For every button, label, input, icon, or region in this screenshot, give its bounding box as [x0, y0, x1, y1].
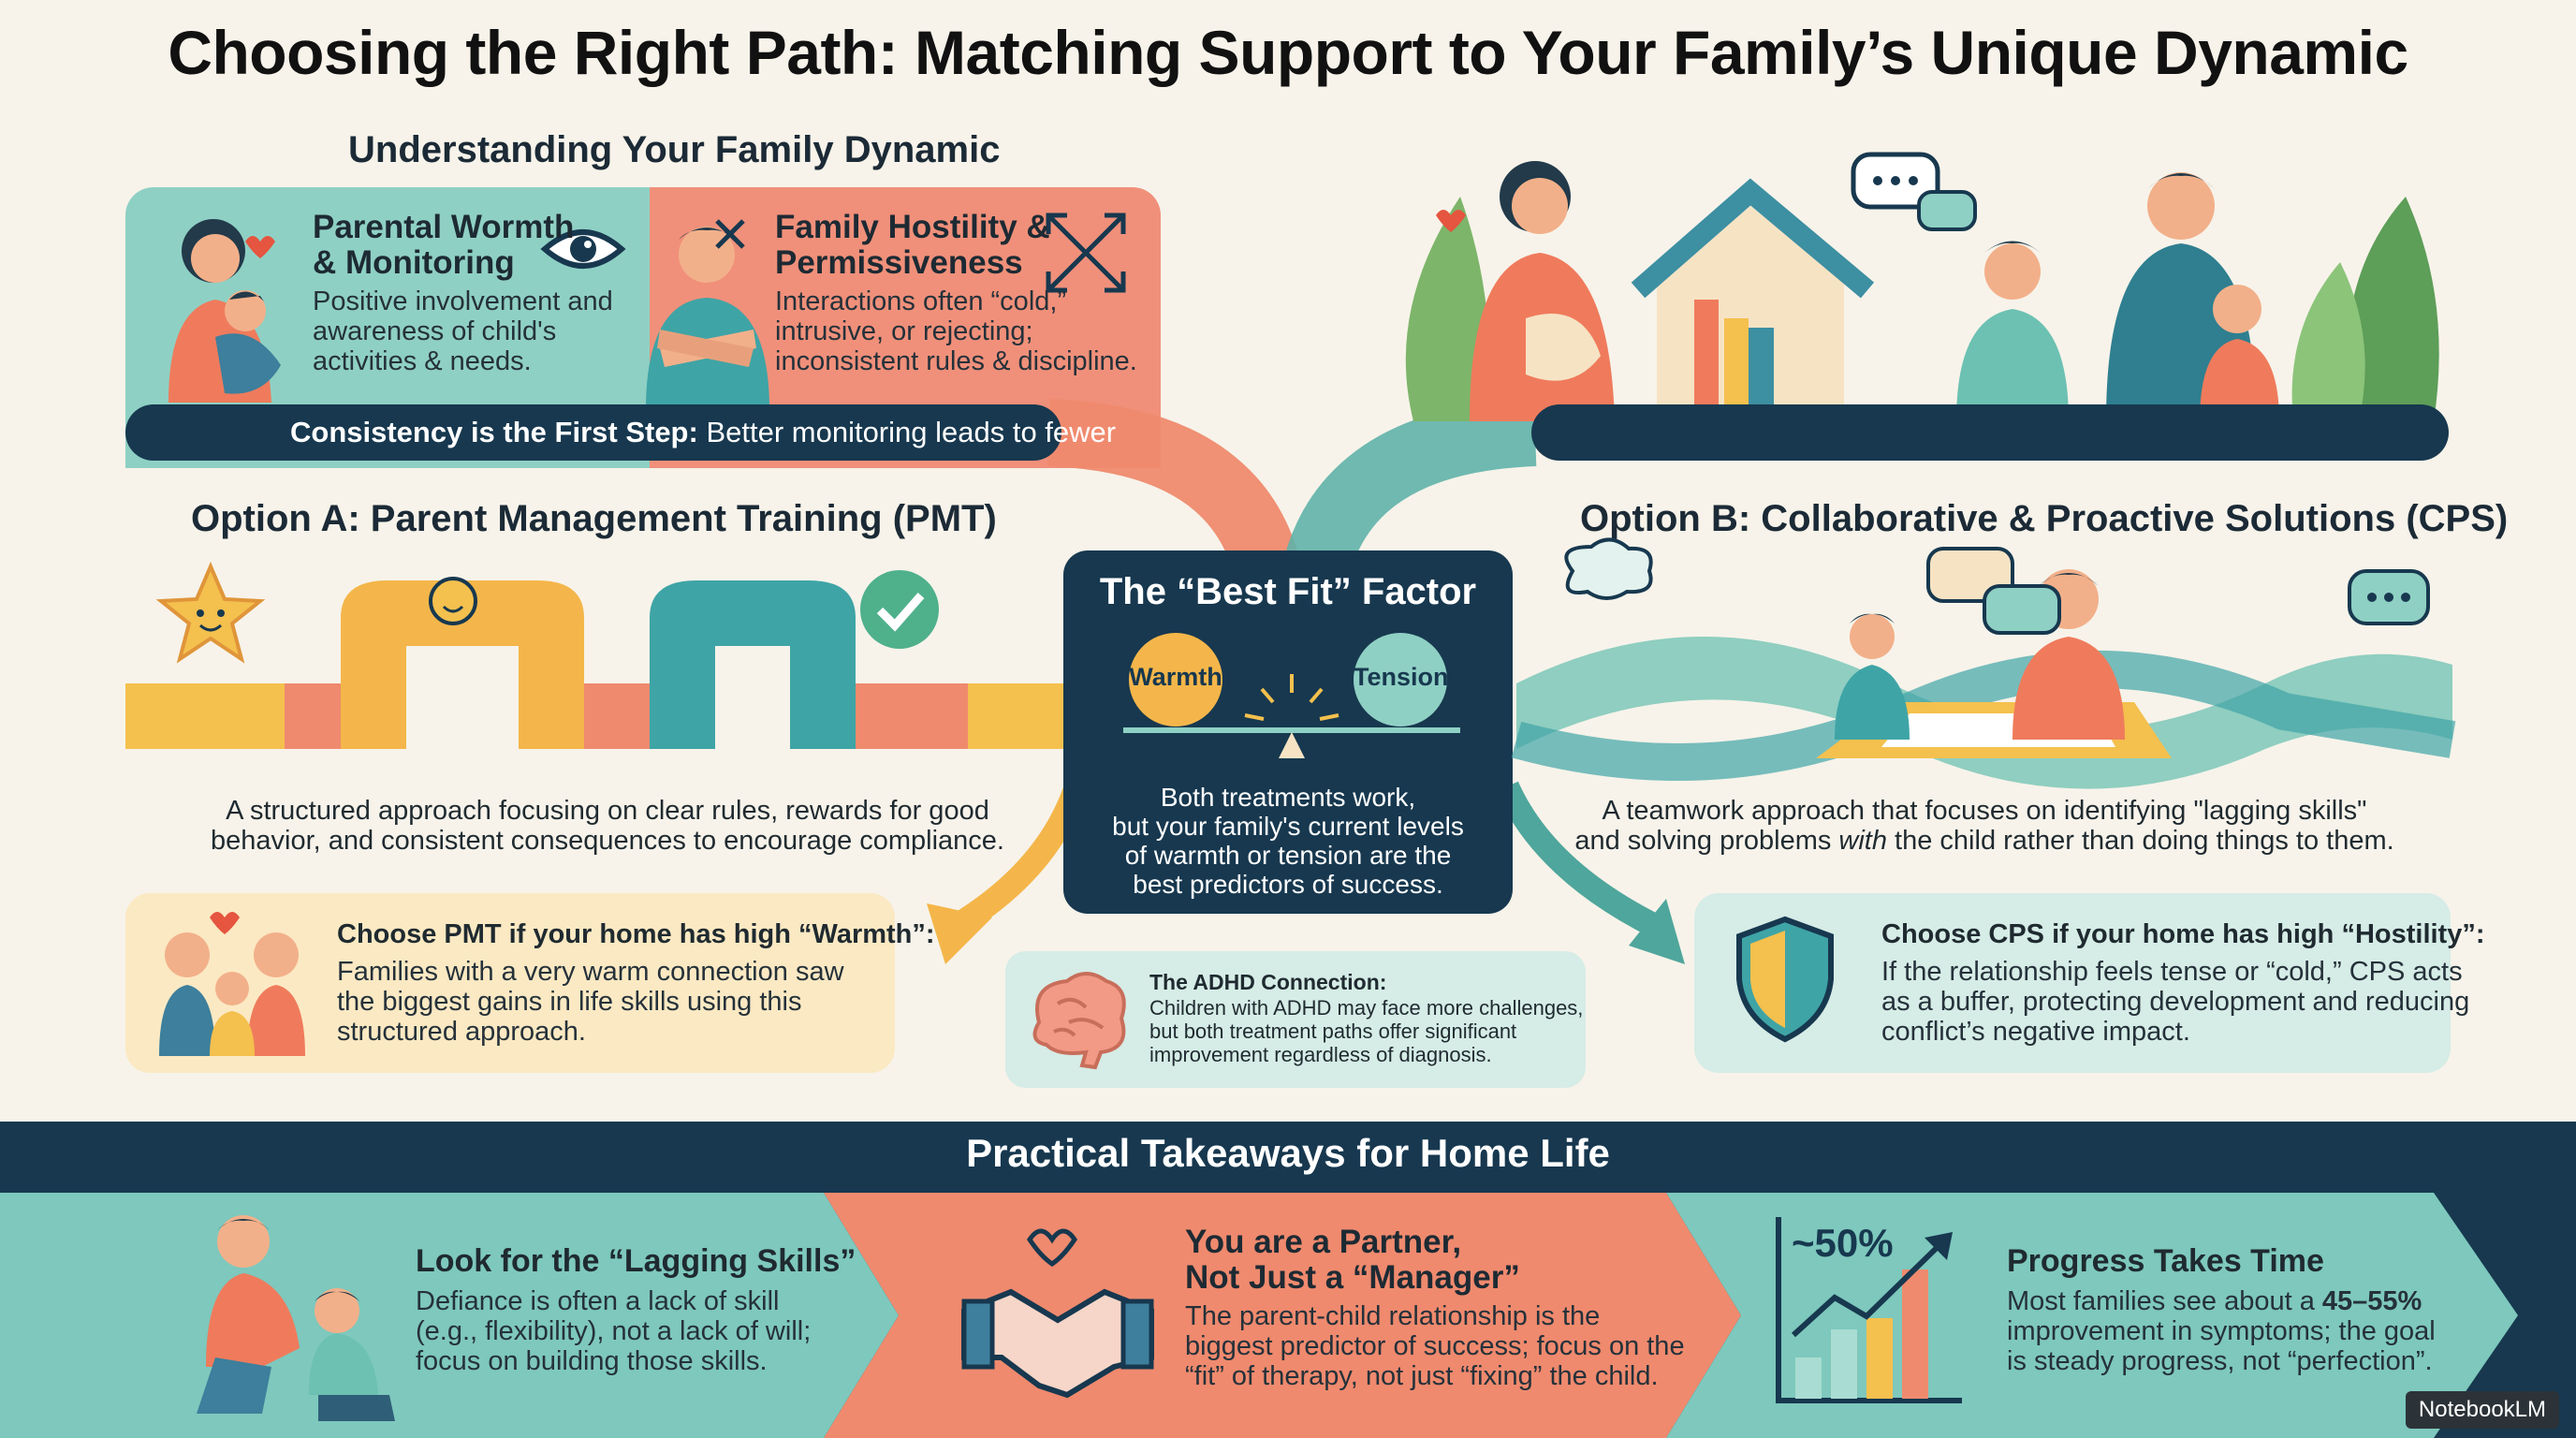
eye-icon	[540, 229, 626, 269]
handshake-icon	[961, 1228, 1154, 1399]
progress-text-1: Most families see about a 45–55%	[2007, 1286, 2422, 1316]
hostility-title-2: Permissiveness	[775, 244, 1023, 281]
warmth-label: Warmth	[1129, 663, 1222, 691]
shield-icon	[1736, 916, 1834, 1043]
best-fit-text-2: but your family's current levels	[1112, 812, 1464, 841]
best-fit-heading: The “Best Fit” Factor	[1099, 571, 1477, 612]
choose-cps-title: Choose CPS if your home has high “Hostil…	[1881, 919, 2485, 949]
warmth-title-2: & Monitoring	[313, 244, 515, 281]
warmth-text-2: awareness of child's	[313, 316, 557, 346]
partner-title-1: You are a Partner,	[1185, 1224, 1462, 1260]
notebooklm-badge: NotebookLM	[2405, 1391, 2559, 1429]
adhd-title: The ADHD Connection:	[1149, 970, 1387, 994]
lagging-text-1: Defiance is often a lack of skill	[416, 1286, 780, 1316]
check-icon	[860, 570, 939, 649]
best-fit-text-3: of warmth or tension are the	[1124, 841, 1452, 870]
pmt-puzzle-path	[125, 577, 1099, 749]
progress-text-1a: Most families see about a	[2007, 1286, 2322, 1316]
consistency-text: Consistency is the First Step: Better mo…	[290, 416, 1116, 449]
adhd-text-2: but both treatment paths offer significa…	[1149, 1020, 1517, 1043]
tension-cross-icon	[715, 219, 745, 249]
adhd-text: Children with ADHD may face more challen…	[1149, 996, 1583, 1066]
scene-banner	[1531, 404, 2449, 461]
brain-icon	[1032, 972, 1126, 1070]
option-b-heading: Option B: Collaborative & Proactive Solu…	[1580, 498, 2509, 539]
mother-child-illustration	[168, 219, 281, 403]
adhd-text-3: improvement regardless of diagnosis.	[1149, 1043, 1492, 1066]
option-b-desc-1: A teamwork approach that focuses on iden…	[1602, 796, 2367, 826]
hostility-text-3: inconsistent rules & discipline.	[775, 346, 1137, 376]
option-b-description: A teamwork approach that focuses on iden…	[1516, 796, 2452, 856]
hostility-text-2: intrusive, or rejecting;	[775, 316, 1033, 346]
understanding-heading: Understanding Your Family Dynamic	[348, 129, 1001, 170]
adhd-text-1: Children with ADHD may face more challen…	[1149, 996, 1584, 1020]
option-b-desc-2em: with	[1838, 826, 1887, 856]
partner-text-3: “fit” of therapy, not just “fixing” the …	[1185, 1361, 1659, 1391]
balance-scale-illustration	[1123, 633, 1460, 758]
option-a-desc-2: behavior, and consistent consequences to…	[210, 826, 1004, 856]
partner-text-1: The parent-child relationship is the	[1185, 1301, 1601, 1331]
hostility-title-1: Family Hostility &	[775, 209, 1050, 245]
choose-pmt-text-2: the biggest gains in life skills using t…	[337, 987, 802, 1017]
conflict-arrows-icon	[1046, 213, 1126, 293]
choose-cps-text-3: conflict’s negative impact.	[1881, 1017, 2190, 1047]
lagging-text-3: focus on building those skills.	[416, 1346, 768, 1376]
parent-child-shoelace-illustration	[197, 1215, 395, 1421]
option-b-desc-2b: the child rather than doing things to th…	[1887, 826, 2394, 856]
hostility-text-1: Interactions often “cold,”	[775, 286, 1067, 316]
option-b-desc-2: and solving problems with the child rath…	[1516, 826, 2452, 856]
progress-text-3: is steady progress, not “perfection”.	[2007, 1346, 2433, 1376]
progress-text-2: improvement in symptoms; the goal	[2007, 1316, 2436, 1346]
partner-title-2: Not Just a “Manager”	[1185, 1259, 1520, 1296]
choose-cps-text-1: If the relationship feels tense or “cold…	[1881, 957, 2463, 987]
choose-cps-text-2: as a buffer, protecting development and …	[1881, 987, 2470, 1017]
best-fit-text: Both treatments work, but your family's …	[1063, 783, 1513, 899]
option-a-desc-1: A structured approach focusing on clear …	[226, 796, 989, 826]
warmth-text-3: activities & needs.	[313, 346, 532, 376]
happy-family-illustration	[159, 912, 305, 1056]
star-icon	[155, 561, 266, 664]
progress-text-1b: 45–55%	[2321, 1286, 2422, 1316]
warmth-text-1: Positive involvement and	[313, 286, 613, 316]
family-home-scene	[1405, 152, 2439, 421]
option-a-heading: Option A: Parent Management Training (PM…	[191, 498, 997, 539]
progress-title: Progress Takes Time	[2007, 1243, 2324, 1279]
cps-collaboration-illustration	[1511, 537, 2456, 789]
consistency-banner	[125, 404, 1061, 461]
choose-pmt-text-3: structured approach.	[337, 1017, 586, 1047]
choose-pmt-text-1: Families with a very warm connection saw	[337, 957, 844, 987]
choose-pmt-title: Choose PMT if your home has high “Warmth…	[337, 919, 935, 949]
consistency-rest: Better monitoring leads to fewer	[697, 416, 1117, 448]
takeaways-header-band	[0, 1122, 2576, 1193]
takeaways-heading: Practical Takeaways for Home Life	[966, 1131, 1610, 1175]
consistency-bold: Consistency is the First Step:	[290, 416, 698, 448]
option-b-desc-2a: and solving problems	[1574, 826, 1839, 856]
best-fit-text-1: Both treatments work,	[1160, 783, 1416, 812]
progress-stat: ~50%	[1792, 1221, 1894, 1265]
warmth-title-1: Parental Wormth	[313, 209, 575, 245]
partner-text-2: biggest predictor of success; focus on t…	[1185, 1331, 1685, 1361]
option-a-description: A structured approach focusing on clear …	[125, 796, 1090, 856]
best-fit-text-4: best predictors of success.	[1133, 870, 1443, 899]
growth-chart-icon	[1776, 1217, 1962, 1403]
page-title: Choosing the Right Path: Matching Suppor…	[168, 18, 2408, 87]
lagging-title: Look for the “Lagging Skills”	[416, 1243, 856, 1279]
lagging-text-2: (e.g., flexibility), not a lack of will;	[416, 1316, 812, 1346]
tension-label: Tension	[1354, 663, 1449, 691]
crossed-arms-man-illustration	[646, 227, 769, 404]
